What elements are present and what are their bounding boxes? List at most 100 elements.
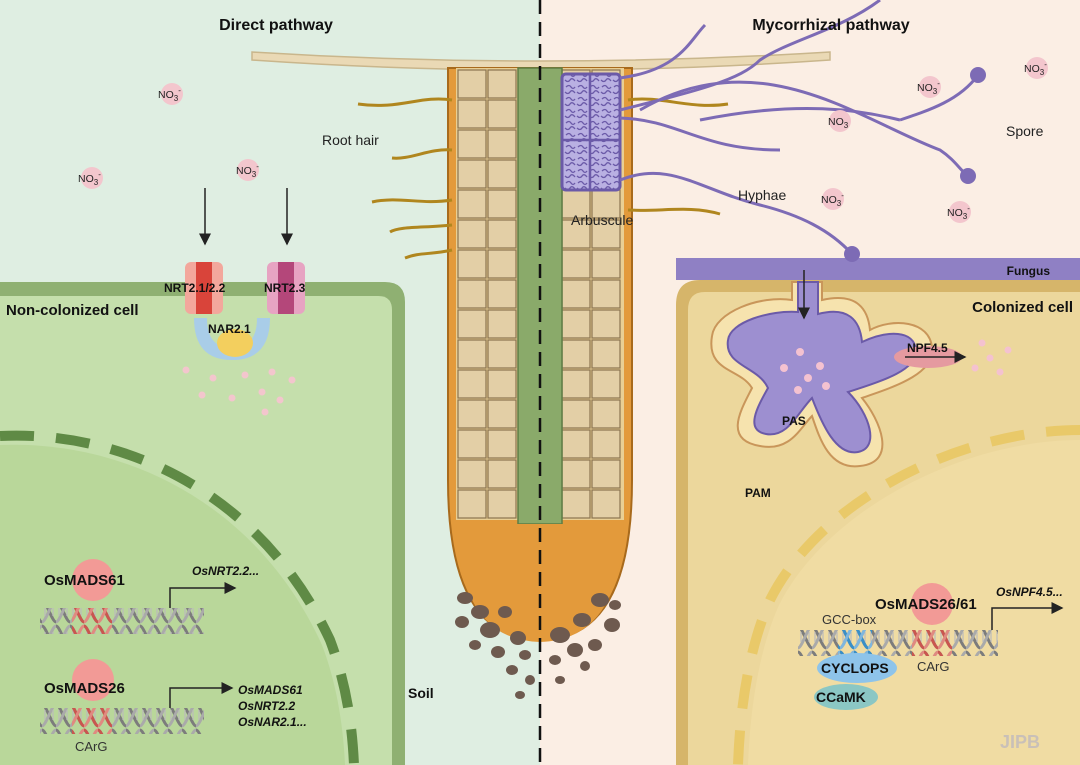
non-colonized-cell-label: Non-colonized cell xyxy=(6,302,139,319)
root-cell xyxy=(457,219,487,249)
nar21-label: NAR2.1 xyxy=(208,322,251,336)
root-cell xyxy=(487,309,517,339)
root-cell xyxy=(487,399,517,429)
root-cell xyxy=(487,429,517,459)
root-cell xyxy=(591,369,621,399)
hyphae xyxy=(619,0,980,256)
root-cell xyxy=(457,189,487,219)
root-cell xyxy=(591,459,621,489)
osmads26-label: OsMADS26 xyxy=(44,680,125,697)
nitrate-dots-cytoplasm xyxy=(971,339,1012,376)
osmads26-target-3: OsNAR2.1... xyxy=(238,715,307,729)
nitrate-dots-pas xyxy=(780,348,830,394)
root-cell xyxy=(487,129,517,159)
root-cell xyxy=(487,219,517,249)
nrt23-transporter xyxy=(267,262,305,314)
root-cell xyxy=(561,279,591,309)
root-cell xyxy=(487,339,517,369)
pam-label: PAM xyxy=(745,486,771,500)
osnpf45-target: OsNPF4.5... xyxy=(996,585,1063,599)
osmads61-target: OsNRT2.2... xyxy=(192,564,259,578)
root-cell xyxy=(457,399,487,429)
root-cell xyxy=(561,459,591,489)
root-cell xyxy=(591,489,621,519)
root-cell xyxy=(487,189,517,219)
root-cell xyxy=(457,249,487,279)
osmads61-label: OsMADS61 xyxy=(44,572,125,589)
spore-label: Spore xyxy=(1006,123,1044,139)
nitrate-dots-left xyxy=(182,366,296,416)
arbuscule-label: Arbuscule xyxy=(571,212,633,228)
root-cell xyxy=(561,249,591,279)
nitrate-label: NO3- xyxy=(821,191,844,208)
nitrate-label: NO3- xyxy=(236,162,259,179)
root-cell xyxy=(487,279,517,309)
root-cell xyxy=(591,339,621,369)
root-cell xyxy=(457,129,487,159)
osmads26-61-label: OsMADS26/61 xyxy=(875,596,977,613)
nrt21-label: NRT2.1/2.2 xyxy=(164,281,226,295)
carg-right-label: CArG xyxy=(917,659,950,674)
nitrate-label: NO3 xyxy=(828,116,849,130)
root-cell xyxy=(561,309,591,339)
nitrate-label: NO3- xyxy=(947,204,970,221)
root-cell xyxy=(591,279,621,309)
root-cell xyxy=(457,339,487,369)
nrt21-transporter xyxy=(185,262,223,314)
carg-label: CArG xyxy=(75,739,108,754)
root-cell xyxy=(487,249,517,279)
root-cell xyxy=(457,159,487,189)
root-cell xyxy=(561,489,591,519)
root-cell xyxy=(457,429,487,459)
gcc-box-label: GCC-box xyxy=(822,612,877,627)
soil-particles xyxy=(455,592,621,699)
npf45-label: NPF4.5 xyxy=(907,341,948,355)
osmads26-module: OsMADS26 CArG OsMADS61 OsNRT2.2 OsNAR2.1… xyxy=(40,659,307,754)
cyclops-label: CYCLOPS xyxy=(821,660,889,676)
root-cell xyxy=(487,99,517,129)
direct-pathway-title: Direct pathway xyxy=(219,17,333,34)
root-cell xyxy=(487,69,517,99)
nitrate-label: NO3- xyxy=(78,170,101,187)
root-cell xyxy=(561,219,591,249)
osmads26-target-2: OsNRT2.2 xyxy=(238,699,295,713)
fungus-membrane xyxy=(676,258,1080,280)
root-cell xyxy=(487,369,517,399)
root-cell xyxy=(457,309,487,339)
nitrate-label: NO3- xyxy=(1024,60,1047,77)
colonized-gene-module: OsMADS26/61 GCC-box CArG CYCLOPS CCaMK O… xyxy=(798,583,1064,710)
root-cell xyxy=(457,69,487,99)
nitrate-label: NO3- xyxy=(158,86,181,103)
osmads26-target-1: OsMADS61 xyxy=(238,683,303,697)
root-cell xyxy=(457,99,487,129)
nrt23-label: NRT2.3 xyxy=(264,281,306,295)
root-cell xyxy=(487,489,517,519)
root-cell xyxy=(591,249,621,279)
root-cell xyxy=(591,429,621,459)
root-hairs xyxy=(357,97,729,260)
root-cell xyxy=(457,459,487,489)
root-cell xyxy=(591,219,621,249)
colonized-nuclear-envelope xyxy=(733,425,1080,765)
root-cell xyxy=(591,399,621,429)
soil-label: Soil xyxy=(408,685,434,701)
ccamk-label: CCaMK xyxy=(816,689,866,705)
root-cell xyxy=(487,159,517,189)
osmads61-module: OsMADS61 OsNRT2.2... xyxy=(40,559,259,634)
pas-label: PAS xyxy=(782,414,806,428)
soil-surface xyxy=(251,51,831,71)
root-cell xyxy=(591,189,621,219)
root-cell xyxy=(487,459,517,489)
root-cell xyxy=(457,489,487,519)
jipb-watermark: JIPB xyxy=(1000,732,1040,752)
root-cell xyxy=(561,339,591,369)
root-hair-label: Root hair xyxy=(322,132,379,148)
root-cell xyxy=(561,369,591,399)
hyphae-label: Hyphae xyxy=(738,187,786,203)
fungus-label: Fungus xyxy=(1007,264,1051,278)
root-cell xyxy=(561,429,591,459)
root-cell xyxy=(457,369,487,399)
root-cell xyxy=(457,279,487,309)
